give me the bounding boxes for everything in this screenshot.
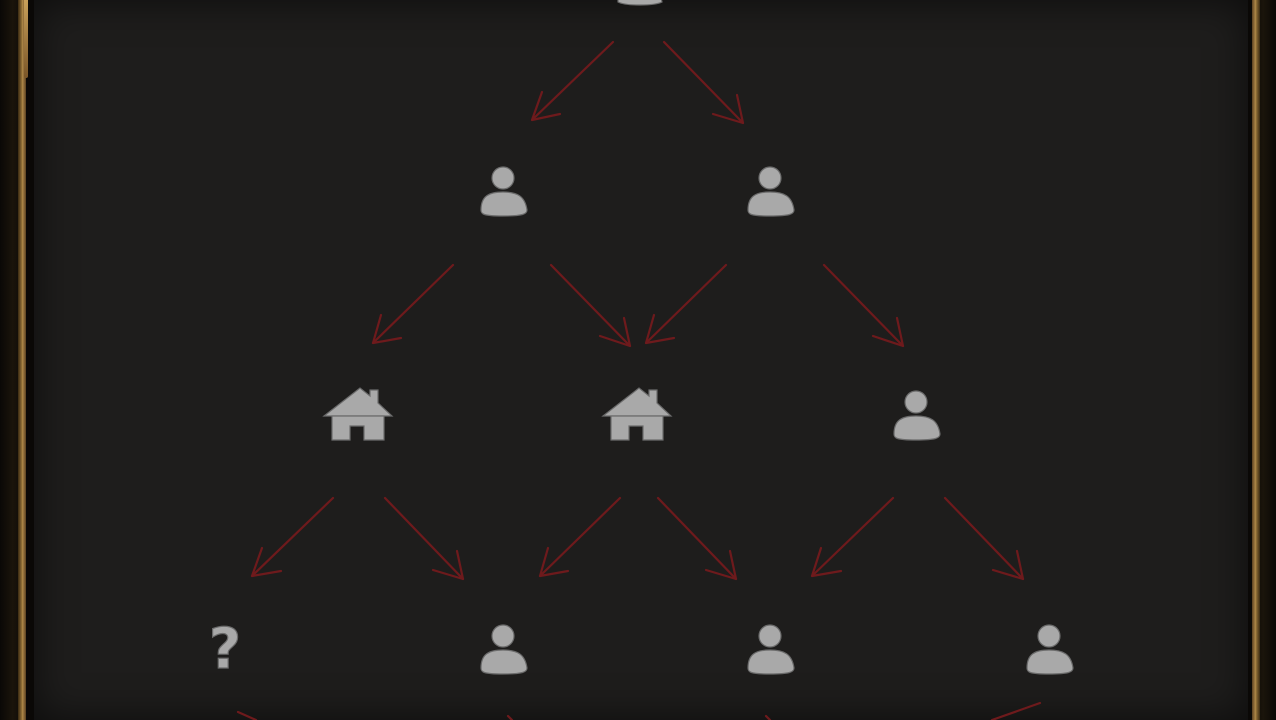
house-icon[interactable] xyxy=(602,387,672,441)
person-icon[interactable] xyxy=(1026,624,1074,675)
person-icon[interactable] xyxy=(480,166,528,217)
arrow-top-to-r1b xyxy=(662,40,745,125)
left-frame-accent xyxy=(24,0,28,78)
arrow-r1a-to-r2b xyxy=(549,263,632,348)
house-icon[interactable] xyxy=(323,387,393,441)
arrow-r1b-to-r2c xyxy=(822,263,905,348)
arrow-r2c-to-r3d xyxy=(943,496,1025,581)
person-icon[interactable] xyxy=(747,166,795,217)
scroll-icon[interactable] xyxy=(617,0,663,6)
question-label: ? xyxy=(209,617,241,682)
question-icon[interactable]: ? xyxy=(208,616,242,682)
arrow-r2a-to-r3b xyxy=(383,496,465,581)
arrow-top-to-r1a xyxy=(530,40,615,122)
person-icon[interactable] xyxy=(893,390,941,441)
puzzle-board xyxy=(34,0,1248,720)
arrow-r1b-to-r2b xyxy=(644,263,728,345)
arrow-r2a-to-r3a xyxy=(250,496,335,578)
right-frame-rail xyxy=(1252,0,1260,720)
person-icon[interactable] xyxy=(480,624,528,675)
arrow-bottom-partial xyxy=(236,701,1042,720)
left-frame-rail xyxy=(18,0,26,720)
person-icon[interactable] xyxy=(747,624,795,675)
arrow-r2b-to-r3c xyxy=(656,496,738,581)
arrow-r2b-to-r3b xyxy=(538,496,622,578)
arrow-r1a-to-r2a xyxy=(371,263,455,345)
arrow-r2c-to-r3c xyxy=(810,496,895,578)
